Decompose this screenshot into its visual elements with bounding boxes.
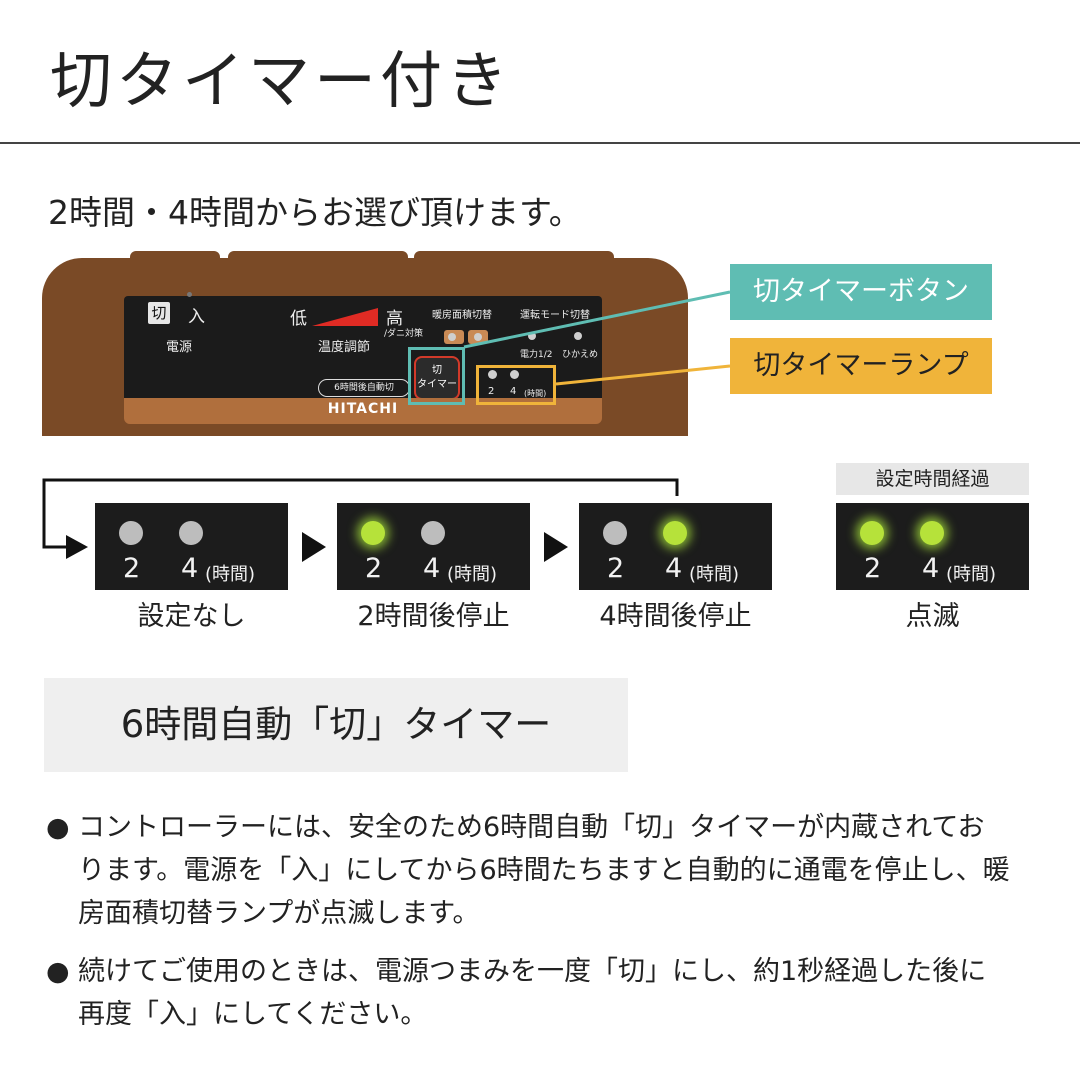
timer-lamp-2 xyxy=(488,370,497,379)
led-2h xyxy=(860,521,884,545)
led-4h xyxy=(179,521,203,545)
led-2h xyxy=(361,521,385,545)
led-4h xyxy=(920,521,944,545)
temp-high-label: 高 xyxy=(386,309,403,329)
paragraph-2: ● 続けてご使用のときは、電源つまみを一度「切」にし、約1秒経過した後に 再度「入… xyxy=(46,950,1046,1036)
area-lamp xyxy=(474,333,482,341)
led-state-panel: 2 4 (時間) xyxy=(836,503,1029,590)
page-title: 切タイマー付き xyxy=(50,44,513,117)
timer-unit: (時間) xyxy=(524,389,547,398)
temp-note: /ダニ対策 xyxy=(384,329,424,339)
led-num-4: 4 xyxy=(181,553,199,584)
mode-switch-label: 運転モード切替 xyxy=(520,310,590,321)
paragraph-line: 房面積切替ランプが点滅します。 xyxy=(78,898,480,929)
led-4h xyxy=(663,521,687,545)
bullet-icon: ● xyxy=(46,812,70,843)
state-label: 4時間後停止 xyxy=(599,601,752,632)
led-num-2: 2 xyxy=(607,553,625,584)
led-4h xyxy=(421,521,445,545)
area-lamp xyxy=(448,333,456,341)
paragraph-line: コントローラーには、安全のため6時間自動「切」タイマーが内蔵されてお xyxy=(78,812,985,843)
power-on-mark: 入 xyxy=(188,307,205,327)
led-num-2: 2 xyxy=(864,553,882,584)
mode-option-2: ひかえめ xyxy=(562,350,599,360)
paragraph-line: 再度「入」にしてください。 xyxy=(78,999,428,1030)
temp-label: 温度調節 xyxy=(318,340,371,355)
mode-lamp xyxy=(574,332,582,340)
timer-lamp-highlight xyxy=(476,365,556,405)
led-num-4: 4 xyxy=(665,553,683,584)
bullet-icon: ● xyxy=(46,956,70,987)
mode-lamp xyxy=(528,332,536,340)
led-state-panel: 2 4 (時間) xyxy=(95,503,288,590)
callout-timer-lamp: 切タイマーランプ xyxy=(730,338,992,394)
paragraph-line: ります。電源を「入」にしてから6時間たちますと自動的に通電を停止し、暖 xyxy=(78,855,1010,886)
paragraph-1: ● コントローラーには、安全のため6時間自動「切」タイマーが内蔵されてお ります。… xyxy=(46,806,1046,935)
led-state-panel: 2 4 (時間) xyxy=(337,503,530,590)
led-unit: (時間) xyxy=(946,564,997,585)
brand-logo: HITACHI xyxy=(327,401,399,417)
elapsed-tag: 設定時間経過 xyxy=(836,463,1029,495)
timer-num-2: 2 xyxy=(488,386,495,397)
callout-timer-button: 切タイマーボタン xyxy=(730,264,992,320)
timer-lamp-4 xyxy=(510,370,519,379)
led-2h xyxy=(119,521,143,545)
timer-button-highlight xyxy=(408,347,465,405)
led-unit: (時間) xyxy=(205,564,256,585)
led-unit: (時間) xyxy=(447,564,498,585)
led-num-2: 2 xyxy=(123,553,141,584)
temperature-gauge xyxy=(312,308,378,326)
area-switch-label: 暖房面積切替 xyxy=(432,310,492,321)
paragraph-line: 続けてご使用のときは、電源つまみを一度「切」にし、約1秒経過した後に xyxy=(78,956,987,987)
state-label: 2時間後停止 xyxy=(357,601,510,632)
cycle-flow-line xyxy=(42,478,679,559)
timer-button-line2: タイマー xyxy=(417,379,457,390)
section-title: 6時間自動「切」タイマー xyxy=(120,703,552,746)
arrow-right-icon xyxy=(302,532,326,562)
state-label: 点滅 xyxy=(905,601,960,632)
header-divider xyxy=(0,142,1080,144)
subtitle: 2時間・4時間からお選び頂けます。 xyxy=(48,193,582,232)
led-num-4: 4 xyxy=(922,553,940,584)
power-off-mark: 切 xyxy=(148,302,170,324)
arrow-right-icon xyxy=(544,532,568,562)
led-num-2: 2 xyxy=(365,553,383,584)
power-indicator xyxy=(187,292,192,297)
led-2h xyxy=(603,521,627,545)
temp-low-label: 低 xyxy=(290,309,307,329)
led-num-4: 4 xyxy=(423,553,441,584)
power-label: 電源 xyxy=(166,340,193,355)
led-unit: (時間) xyxy=(689,564,740,585)
section-header-box xyxy=(44,678,628,772)
state-label: 設定なし xyxy=(137,601,246,632)
timer-num-4: 4 xyxy=(510,386,517,397)
mode-option-1: 電力1/2 xyxy=(520,350,553,360)
callout-lines xyxy=(463,290,731,386)
led-state-panel: 2 4 (時間) xyxy=(579,503,772,590)
timer-button-line1: 切 xyxy=(432,365,442,376)
